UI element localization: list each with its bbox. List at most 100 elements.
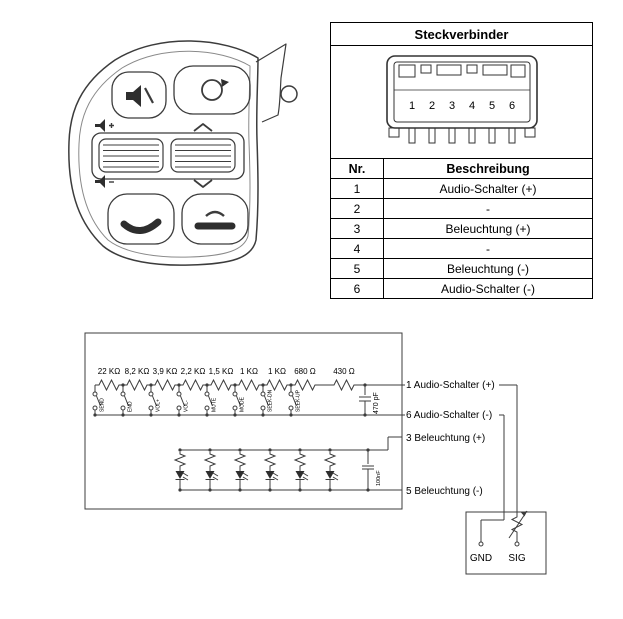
table-row: 1 Audio-Schalter (+)	[330, 178, 593, 199]
pin-desc: Audio-Schalter (+)	[383, 178, 593, 199]
seek-rocker-ridges	[175, 144, 231, 168]
resistor-values: 22 KΩ 8,2 KΩ 3,9 KΩ 2,2 KΩ 1,5 KΩ 1 KΩ 1…	[98, 367, 355, 376]
gnd-label: GND	[470, 553, 492, 564]
resistor-symbol	[179, 378, 207, 392]
resistor-value: 680 Ω	[294, 367, 316, 376]
panel-title: Steckverbinder	[331, 23, 592, 46]
resistor-symbol	[95, 378, 123, 392]
pin-table: Nr. Beschreibung 1 Audio-Schalter (+) 2 …	[330, 158, 593, 299]
pin-label-audio-minus: 6 Audio-Schalter (-)	[406, 410, 492, 421]
voice-icon	[201, 79, 229, 101]
pin-desc: Beleuchtung (+)	[383, 218, 593, 239]
seek-up-icon	[193, 123, 213, 132]
connector-keying	[398, 64, 526, 78]
connector-pins	[388, 127, 536, 144]
rocker-frame	[91, 132, 245, 180]
led-branch	[293, 448, 309, 492]
pin-nr: 2	[330, 198, 384, 219]
pin-number: 3	[449, 100, 455, 112]
spoke-hole	[280, 85, 298, 103]
circuit-schematic: 22 KΩ 8,2 KΩ 3,9 KΩ 2,2 KΩ 1,5 KΩ 1 KΩ 1…	[84, 332, 547, 575]
resistor-value: 8,2 KΩ	[125, 367, 150, 376]
mute-button	[111, 71, 167, 119]
connector-pin-numbers: 1 2 3 4 5 6	[409, 100, 515, 112]
switch-symbol: SEND	[92, 385, 106, 417]
led-branch	[233, 448, 249, 492]
led-ladder	[173, 448, 339, 492]
pin-nr: 4	[330, 238, 384, 259]
switch-label: SEEK-DN	[268, 389, 274, 412]
switch-symbol: SEEK-UP	[288, 383, 302, 417]
capacitor-100nf: 100nF	[362, 448, 382, 492]
resistor-symbol	[235, 378, 263, 392]
switch-symbol: SEEK-DN	[260, 383, 274, 417]
gnd-terminal	[478, 541, 484, 547]
pin-label-illum-minus: 5 Beleuchtung (-)	[406, 486, 483, 497]
pin-table-header-row: Nr. Beschreibung	[330, 158, 593, 179]
connector-shell	[386, 55, 538, 129]
switch-symbol: MODE	[232, 383, 246, 417]
pin-desc: -	[383, 238, 593, 259]
table-row: 6 Audio-Schalter (-)	[330, 278, 593, 299]
led-branch	[203, 448, 219, 492]
sig-label: SIG	[508, 553, 525, 564]
connector-inner	[393, 61, 531, 123]
resistor-symbol	[291, 378, 319, 392]
resistor-value: 22 KΩ	[98, 367, 120, 376]
switch-label: END	[128, 401, 134, 412]
connector-drawing-cell: 1 2 3 4 5 6	[331, 46, 592, 159]
pin-number: 1	[409, 100, 415, 112]
switch-label: SEND	[100, 398, 106, 412]
call-button	[107, 193, 175, 245]
pin-labels: 1 Audio-Schalter (+) 6 Audio-Schalter (-…	[405, 378, 499, 497]
resistor-symbol	[263, 378, 291, 392]
pin-desc: Audio-Schalter (-)	[383, 278, 593, 299]
pin-nr: 5	[330, 258, 384, 279]
table-row: 4 -	[330, 238, 593, 259]
volume-rocker	[98, 138, 164, 173]
capacitor-470pf-label: 470 pF	[373, 392, 380, 414]
pin-nr: 6	[330, 278, 384, 299]
resistor-symbol	[330, 378, 358, 392]
call-icon	[120, 218, 162, 234]
pin-number: 4	[469, 100, 475, 112]
pin-table-header-desc: Beschreibung	[383, 158, 593, 179]
head-unit-resistor	[510, 514, 524, 535]
resistor-value: 430 Ω	[333, 367, 355, 376]
volume-down-icon	[95, 175, 114, 188]
switch-label: MUTE	[212, 397, 218, 412]
end-call-icon	[194, 210, 236, 230]
led-branch	[173, 448, 189, 492]
seek-down-icon	[193, 179, 213, 188]
led-branch	[323, 448, 339, 492]
switch-symbol: VOL+	[148, 383, 162, 417]
voice-button	[173, 65, 251, 115]
resistor-symbol	[151, 378, 179, 392]
wheel-inner-bezel	[78, 50, 251, 258]
resistor-value: 1 KΩ	[240, 367, 258, 376]
steering-wheel-drawing	[68, 40, 298, 266]
resistor-value: 2,2 KΩ	[181, 367, 206, 376]
pin-nr: 1	[330, 178, 384, 199]
head-unit-box: GND SIG	[465, 510, 547, 575]
table-row: 2 -	[330, 198, 593, 219]
resistor-value: 1,5 KΩ	[209, 367, 234, 376]
pin-desc: -	[383, 198, 593, 219]
pin-desc: Beleuchtung (-)	[383, 258, 593, 279]
seek-rocker	[170, 138, 236, 173]
pin-number: 6	[509, 100, 515, 112]
module-boundary	[84, 332, 403, 510]
led-branch	[263, 448, 279, 492]
sig-terminal	[514, 541, 520, 547]
switch-symbol: MUTE	[204, 383, 218, 417]
switch-label: VOL+	[156, 399, 162, 412]
switch-symbol: VOL-	[176, 383, 190, 417]
wire-audio-minus	[95, 414, 505, 542]
switch-symbol: END	[120, 383, 134, 417]
connector-drawing: 1 2 3 4 5 6	[386, 55, 538, 144]
resistor-value: 3,9 KΩ	[153, 367, 178, 376]
pin-label-audio-plus: 1 Audio-Schalter (+)	[406, 380, 495, 391]
switch-row: SEND END VOL+ VOL	[92, 383, 302, 417]
pin-nr: 3	[330, 218, 384, 239]
